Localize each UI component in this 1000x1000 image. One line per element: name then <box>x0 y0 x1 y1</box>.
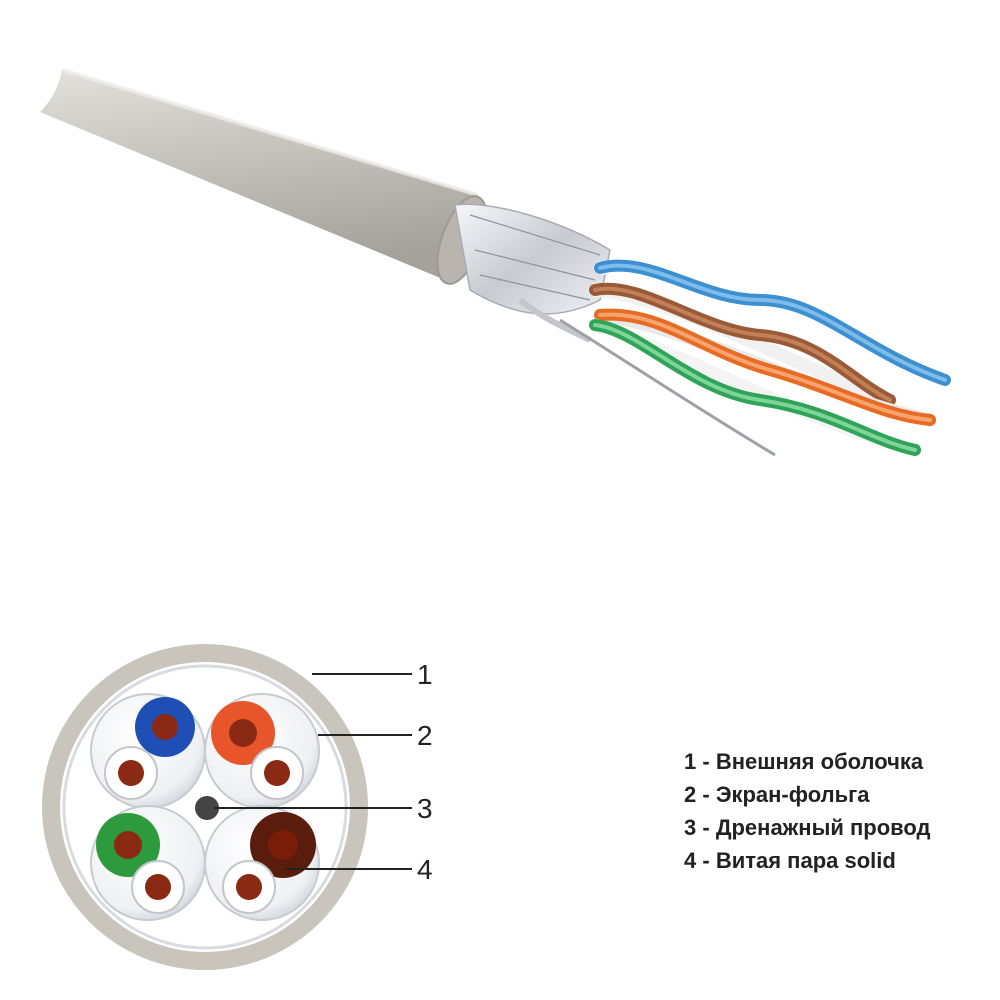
twisted-pairs-strands <box>588 259 952 457</box>
legend-item-4: 4 - Витая пара solid <box>684 844 994 877</box>
drain-wire <box>195 796 219 820</box>
legend-separator: - <box>696 749 716 774</box>
pair-orange <box>204 693 320 809</box>
legend-number: 1 <box>684 749 697 774</box>
cable-perspective <box>40 68 952 457</box>
pair-blue <box>90 693 206 809</box>
callout-number-2: 2 <box>417 720 433 751</box>
legend-number: 4 <box>684 848 697 873</box>
legend-item-1: 1 - Внешняя оболочка <box>684 745 994 778</box>
foil-shield <box>454 203 611 315</box>
legend-text: Экран-фольга <box>715 782 870 807</box>
legend-separator: - <box>696 815 716 840</box>
legend: 1 - Внешняя оболочка 2 - Экран-фольга 3 … <box>684 745 994 877</box>
legend-number: 3 <box>684 815 697 840</box>
legend-text: Дренажный провод <box>715 815 931 840</box>
cable-cross-section <box>42 644 368 970</box>
legend-text: Витая пара solid <box>715 848 896 873</box>
drain-wire-strand <box>559 318 776 457</box>
legend-number: 2 <box>684 782 697 807</box>
legend-separator: - <box>696 848 716 873</box>
pair-brown <box>204 805 320 921</box>
outer-jacket <box>40 70 478 282</box>
callout-number-3: 3 <box>417 793 433 824</box>
legend-item-2: 2 - Экран-фольга <box>684 778 994 811</box>
callout-number-4: 4 <box>417 854 433 885</box>
callout-number-1: 1 <box>417 659 433 690</box>
legend-text: Внешняя оболочка <box>715 749 924 774</box>
callout-leaders <box>214 673 412 870</box>
legend-separator: - <box>696 782 716 807</box>
legend-item-3: 3 - Дренажный провод <box>684 811 994 844</box>
pair-green <box>90 805 206 921</box>
